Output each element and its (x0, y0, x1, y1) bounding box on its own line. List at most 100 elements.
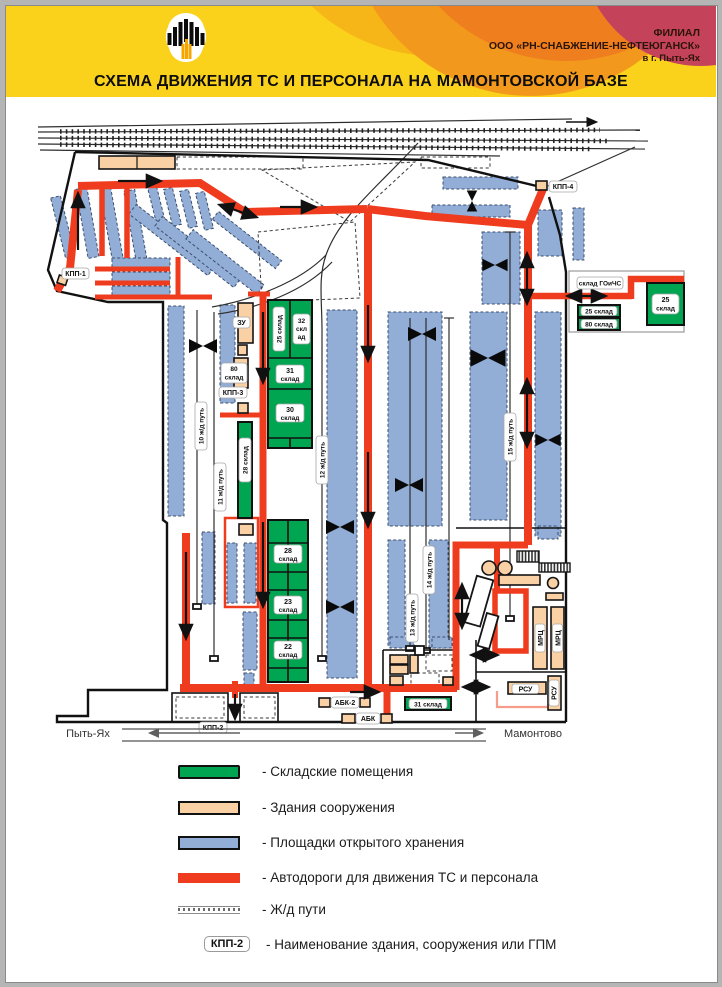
legend-label: - Ж/д пути (262, 902, 326, 917)
label-mrc-2: МРЦ (552, 623, 563, 653)
legend-row-open-storage: - Площадки открытого хранения (178, 835, 464, 850)
svg-text:МРЦ: МРЦ (538, 629, 545, 646)
svg-text:10 ж/д путь: 10 ж/д путь (199, 408, 206, 444)
svg-text:15 ж/д путь: 15 ж/д путь (508, 419, 515, 455)
svg-text:склад: склад (281, 376, 300, 383)
label-track-15: 15 ж/д путь (503, 412, 517, 462)
city-mamontovo: Мамонтово (504, 728, 562, 740)
label-kpp-3: КПП-3 (218, 386, 248, 399)
svg-text:12 ж/д путь: 12 ж/д путь (320, 442, 327, 478)
svg-text:склад: склад (225, 375, 244, 382)
label-w22: 22 склад (273, 640, 303, 660)
label-track-11: 11 ж/д путь (213, 462, 227, 512)
open-storage-areas (50, 176, 585, 686)
label-track-10: 10 ж/д путь (194, 401, 208, 451)
page-title: СХЕМА ДВИЖЕНИЯ ТС И ПЕРСОНАЛА НА МАМОНТО… (94, 73, 628, 90)
svg-text:склад: склад (279, 652, 298, 659)
label-tag-80: 80 склад (580, 319, 618, 329)
svg-text:склад: склад (279, 607, 298, 614)
legend-row-name-badge: КПП-2 - Наименование здания, сооружения … (190, 936, 556, 952)
company-line3: в г. Пыть-Ях (642, 53, 700, 65)
rosneft-logo-icon (165, 13, 207, 62)
red-road-swatch-icon (178, 872, 240, 883)
buildings (55, 155, 571, 724)
map-labels: КПП-1 КПП-4 КПП-3 КПП-2 ЗУ 80 склад скла… (61, 180, 680, 734)
site-map: КПП-1 КПП-4 КПП-3 КПП-2 ЗУ 80 склад скла… (37, 116, 685, 742)
label-sklad-80: 80 склад (220, 362, 248, 384)
svg-text:РСУ: РСУ (552, 685, 559, 699)
external-road: Пыть-Ях Мамонтово (66, 728, 562, 742)
svg-text:КПП-4: КПП-4 (553, 184, 574, 191)
svg-text:80: 80 (230, 366, 238, 373)
legend-label: - Здания сооружения (262, 800, 395, 815)
label-track-13: 13 ж/д путь (405, 593, 419, 643)
label-sklad-gochs: склад ГОиЧС (576, 276, 624, 290)
svg-text:32: 32 (298, 318, 306, 325)
crane-symbols (189, 190, 561, 614)
svg-text:склад ГОиЧС: склад ГОиЧС (579, 281, 622, 288)
svg-text:13 ж/д путь: 13 ж/д путь (410, 600, 417, 636)
label-rsu-v: РСУ (548, 679, 560, 707)
svg-text:30: 30 (286, 407, 294, 414)
svg-text:склад: склад (279, 556, 298, 563)
company-line2: ООО «РН-СНАБЖЕНИЕ-НЕФТЕЮГАНСК» (488, 40, 700, 53)
svg-text:ЗУ: ЗУ (237, 320, 246, 327)
company-block: ФИЛИАЛ ООО «РН-СНАБЖЕНИЕ-НЕФТЕЮГАНСК» в … (489, 27, 700, 65)
svg-text:23: 23 (284, 599, 292, 606)
svg-text:25: 25 (662, 297, 670, 304)
svg-text:28 склад: 28 склад (243, 446, 250, 474)
header-decoration (311, 6, 716, 96)
label-big-25: 25 склад (651, 293, 680, 315)
label-abk2: АБК-2 (330, 696, 360, 709)
rail-swatch-icon (178, 905, 240, 914)
label-track-12: 12 ж/д путь (315, 435, 329, 485)
name-badge-icon: КПП-2 (204, 936, 250, 952)
label-w28: 28 склад (273, 544, 303, 564)
legend-row-warehouses: - Складские помещения (178, 764, 413, 779)
svg-text:80 склад: 80 склад (585, 322, 613, 329)
svg-text:склад: склад (281, 415, 300, 422)
legend-row-roads: - Автодороги для движения ТС и персонала (178, 870, 538, 885)
label-kpp-2: КПП-2 (198, 721, 228, 734)
svg-text:14 ж/д путь: 14 ж/д путь (427, 552, 434, 588)
legend-label: - Площадки открытого хранения (262, 835, 465, 850)
hatched-shed (516, 550, 540, 563)
label-w32: 32 скл ад (292, 313, 311, 345)
legend-row-rail: - Ж/д пути (178, 902, 326, 917)
label-w31: 31 склад (275, 364, 305, 384)
label-w28-rot: 28 склад (238, 437, 252, 483)
svg-text:скл: скл (296, 326, 307, 333)
label-mrc-1: МРЦ (534, 623, 546, 653)
header: ФИЛИАЛ ООО «РН-СНАБЖЕНИЕ-НЕФТЕЮГАНСК» в … (6, 6, 716, 97)
label-tag-25: 25 склад (580, 306, 618, 316)
peach-swatch-icon (178, 800, 240, 815)
city-pyt-yah: Пыть-Ях (66, 728, 110, 740)
svg-text:РСУ: РСУ (519, 687, 533, 694)
svg-text:АБК-2: АБК-2 (335, 700, 356, 707)
svg-text:31: 31 (286, 368, 294, 375)
label-kpp-1: КПП-1 (61, 267, 90, 280)
label-rsu-h: РСУ (511, 683, 540, 694)
svg-text:КПП-1: КПП-1 (65, 271, 86, 278)
svg-text:25 склад: 25 склад (277, 315, 284, 343)
green-swatch-icon (178, 764, 240, 779)
label-w25-rot: 25 склад (272, 306, 286, 352)
hatched-shed (538, 562, 571, 573)
svg-text:25 склад: 25 склад (585, 309, 613, 316)
legend-label: - Складские помещения (262, 764, 414, 779)
legend: - Складские помещения - Здания сооружени… (0, 758, 722, 978)
label-tag-31: 31 склад (408, 698, 448, 709)
svg-text:31 склад: 31 склад (414, 702, 442, 709)
svg-text:22: 22 (284, 644, 292, 651)
flow-arrows (70, 116, 609, 722)
company-line1: ФИЛИАЛ (653, 27, 700, 39)
label-track-14: 14 ж/д путь (422, 545, 436, 595)
svg-text:МРЦ: МРЦ (556, 629, 563, 646)
legend-label: - Наименование здания, сооружения или ГП… (266, 936, 557, 952)
warehouses-green (237, 282, 685, 711)
svg-text:КПП-3: КПП-3 (223, 390, 244, 397)
legend-label: - Автодороги для движения ТС и персонала (262, 870, 539, 885)
legend-row-buildings: - Здания сооружения (178, 800, 395, 815)
label-zu: ЗУ (232, 316, 251, 329)
